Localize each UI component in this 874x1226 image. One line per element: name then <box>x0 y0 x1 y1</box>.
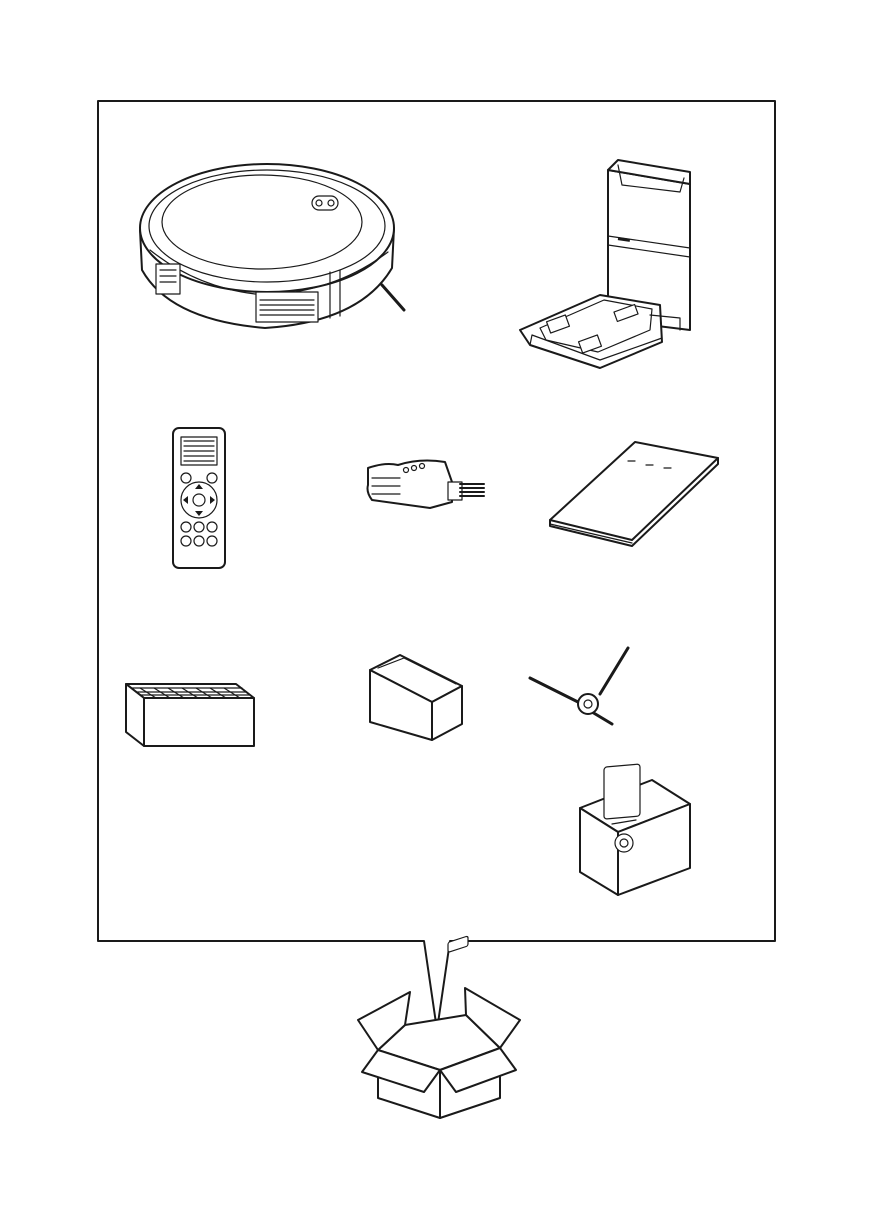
battery-icon <box>370 655 462 740</box>
cleaning-tool-icon <box>368 461 485 508</box>
side-brush-icon <box>530 648 628 724</box>
charging-station-icon <box>520 160 690 368</box>
dust-bag-icon <box>580 764 690 895</box>
manual-icon <box>550 442 718 546</box>
robot-vacuum-icon <box>140 164 404 328</box>
remote-control-icon <box>173 428 225 568</box>
open-box-icon <box>358 936 520 1118</box>
filter-icon <box>126 684 254 746</box>
